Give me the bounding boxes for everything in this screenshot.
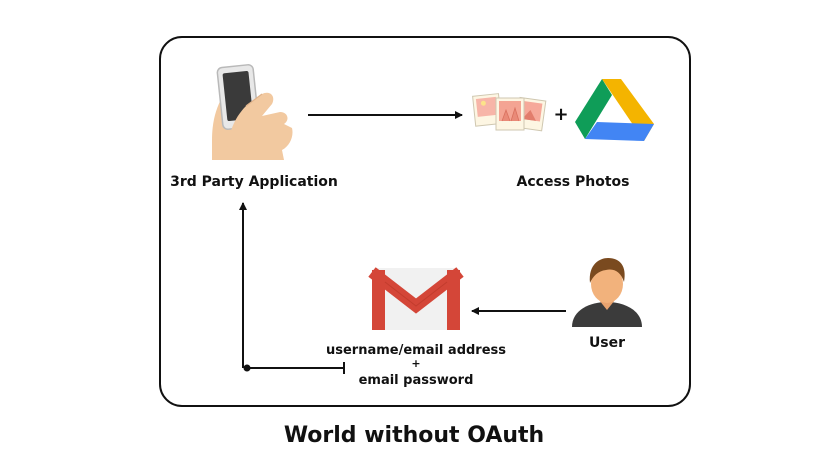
credentials-line2: email password — [359, 373, 474, 388]
plus-sign: + — [553, 104, 568, 125]
credentials-line1: username/email address — [326, 343, 506, 358]
photos-icon — [472, 93, 547, 132]
user-avatar-icon — [572, 258, 642, 327]
credentials-plus: + — [411, 357, 420, 370]
diagram-caption: World without OAuth — [284, 423, 544, 448]
gmail-icon — [368, 267, 464, 330]
diagram-frame — [159, 36, 691, 407]
hand-phone-icon — [212, 64, 293, 160]
third-party-app-label: 3rd Party Application — [170, 174, 338, 190]
connector-credentials-to-app — [239, 202, 345, 374]
google-drive-icon — [575, 79, 654, 141]
user-label: User — [589, 335, 625, 351]
access-photos-label: Access Photos — [517, 174, 630, 190]
